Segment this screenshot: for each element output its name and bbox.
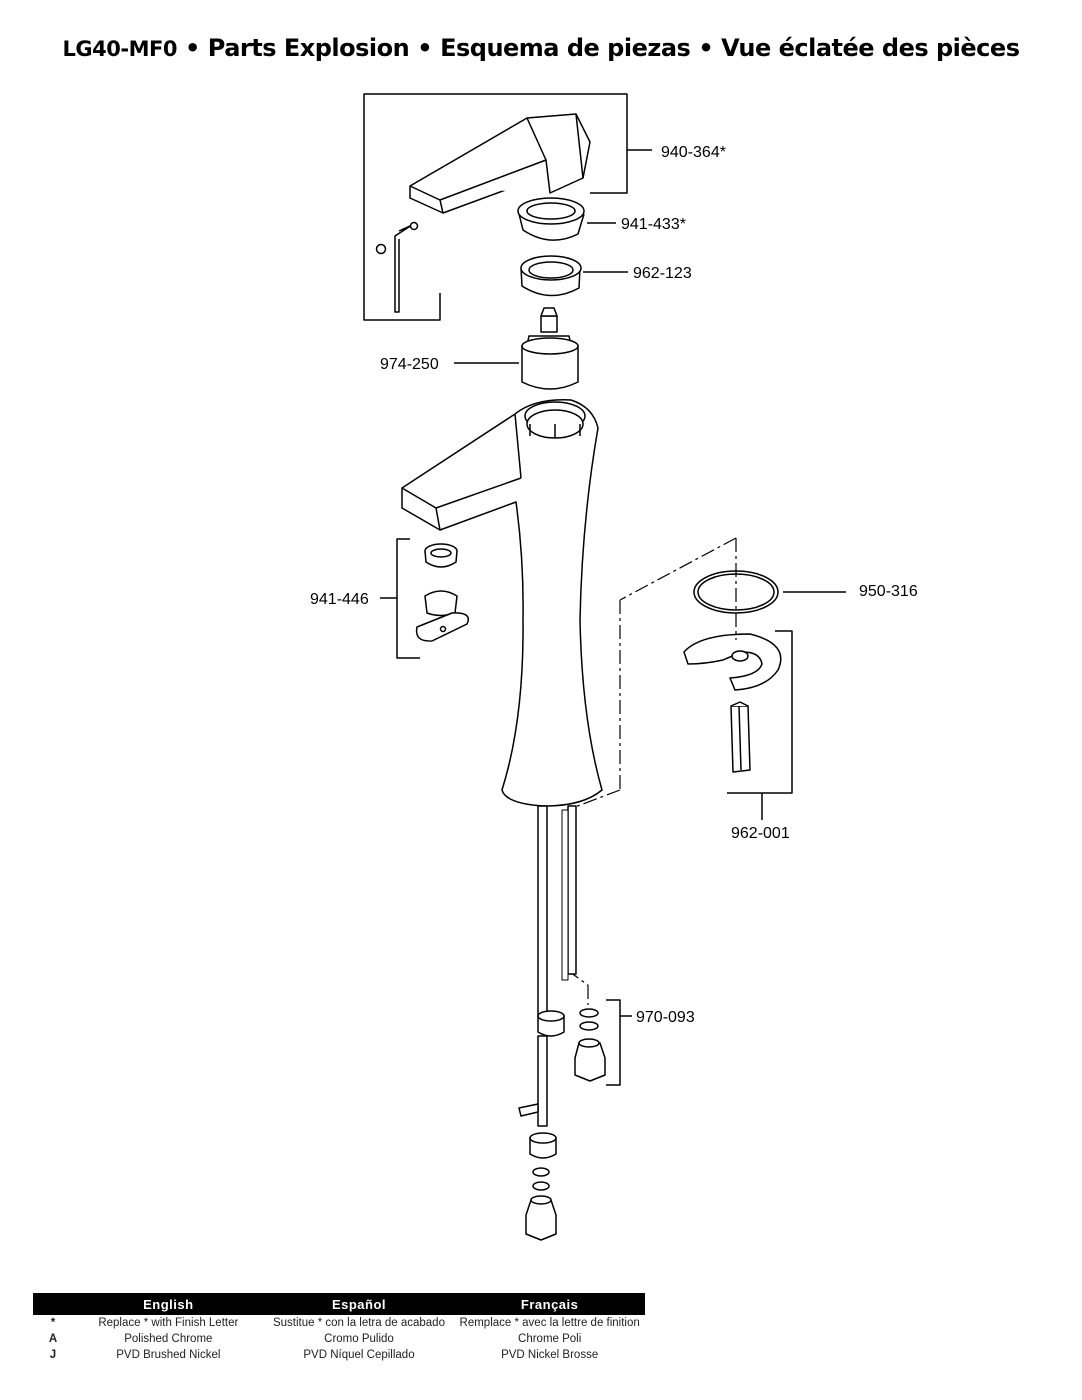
legend-spanish: Cromo Pulido — [324, 1333, 394, 1345]
mounting-kit-bracket — [727, 630, 793, 794]
legend-spanish: PVD Níquel Cepillado — [303, 1349, 415, 1361]
legend-header-code — [33, 1293, 73, 1315]
supply-kit-bracket — [606, 999, 621, 1086]
cartridge-drawing — [521, 307, 579, 390]
part-number-supply-kit: 970-093 — [636, 1009, 695, 1026]
legend-french: PVD Nickel Brosse — [501, 1349, 599, 1361]
faucet-body-drawing — [401, 399, 603, 807]
legend-french: Remplace * avec la lettre de finition — [459, 1317, 640, 1329]
title-french: Vue éclatée des pièces — [721, 34, 1020, 62]
page-title: LG40-MF0•Parts Explosion•Esquema de piez… — [0, 34, 1082, 62]
cap-drawing — [517, 197, 585, 241]
legend-header-spanish: Español — [263, 1293, 455, 1315]
model-number: LG40-MF0 — [62, 37, 178, 61]
part-number-bonnet-nut: 962-123 — [633, 265, 692, 282]
guide-line — [619, 537, 737, 601]
finish-legend-table: English Español Français * Replace * wit… — [33, 1293, 645, 1363]
legend-french: Chrome Poli — [518, 1333, 582, 1345]
legend-header-english: English — [73, 1293, 264, 1315]
title-separator: • — [698, 34, 714, 62]
legend-english: Replace * with Finish Letter — [98, 1317, 239, 1329]
title-separator: • — [184, 34, 200, 62]
legend-code: J — [49, 1349, 57, 1361]
legend-code: A — [48, 1333, 58, 1345]
legend-row: A Polished Chrome Cromo Pulido Chrome Po… — [33, 1331, 645, 1347]
part-number-cartridge: 974-250 — [380, 356, 439, 373]
threaded-rod-drawing — [561, 809, 569, 981]
part-number-gasket: 950-316 — [859, 583, 918, 600]
allen-wrench-drawing — [375, 221, 419, 313]
part-number-aerator-kit: 941-446 — [310, 591, 369, 608]
part-number-handle: 940-364* — [661, 144, 726, 161]
legend-english: PVD Brushed Nickel — [116, 1349, 221, 1361]
supply-adapter-drawing — [525, 1008, 606, 1241]
title-spanish: Esquema de piezas — [440, 34, 691, 62]
legend-row: J PVD Brushed Nickel PVD Níquel Cepillad… — [33, 1347, 645, 1363]
mounting-plate-drawing — [683, 633, 782, 773]
handle-kit-bracket — [363, 93, 628, 321]
title-english: Parts Explosion — [207, 34, 410, 62]
hose-nut-drawing — [529, 1010, 565, 1159]
legend-english: Polished Chrome — [124, 1333, 213, 1345]
aerator-drawing — [415, 543, 470, 642]
title-separator: • — [417, 34, 433, 62]
bonnet-nut-drawing — [520, 255, 582, 297]
legend-spanish: Sustitue * con la letra de acabado — [272, 1317, 445, 1329]
handle-lever-drawing — [409, 113, 591, 214]
aerator-kit-bracket — [396, 538, 420, 659]
part-number-cap: 941-433* — [621, 216, 686, 233]
legend-header-row: English Español Français — [33, 1293, 645, 1315]
guide-line — [566, 789, 621, 811]
legend-header-french: Français — [454, 1293, 645, 1315]
part-number-mounting-kit: 962-001 — [731, 825, 790, 842]
legend-code: * — [50, 1317, 56, 1329]
legend-row: * Replace * with Finish Letter Sustitue … — [33, 1315, 645, 1331]
